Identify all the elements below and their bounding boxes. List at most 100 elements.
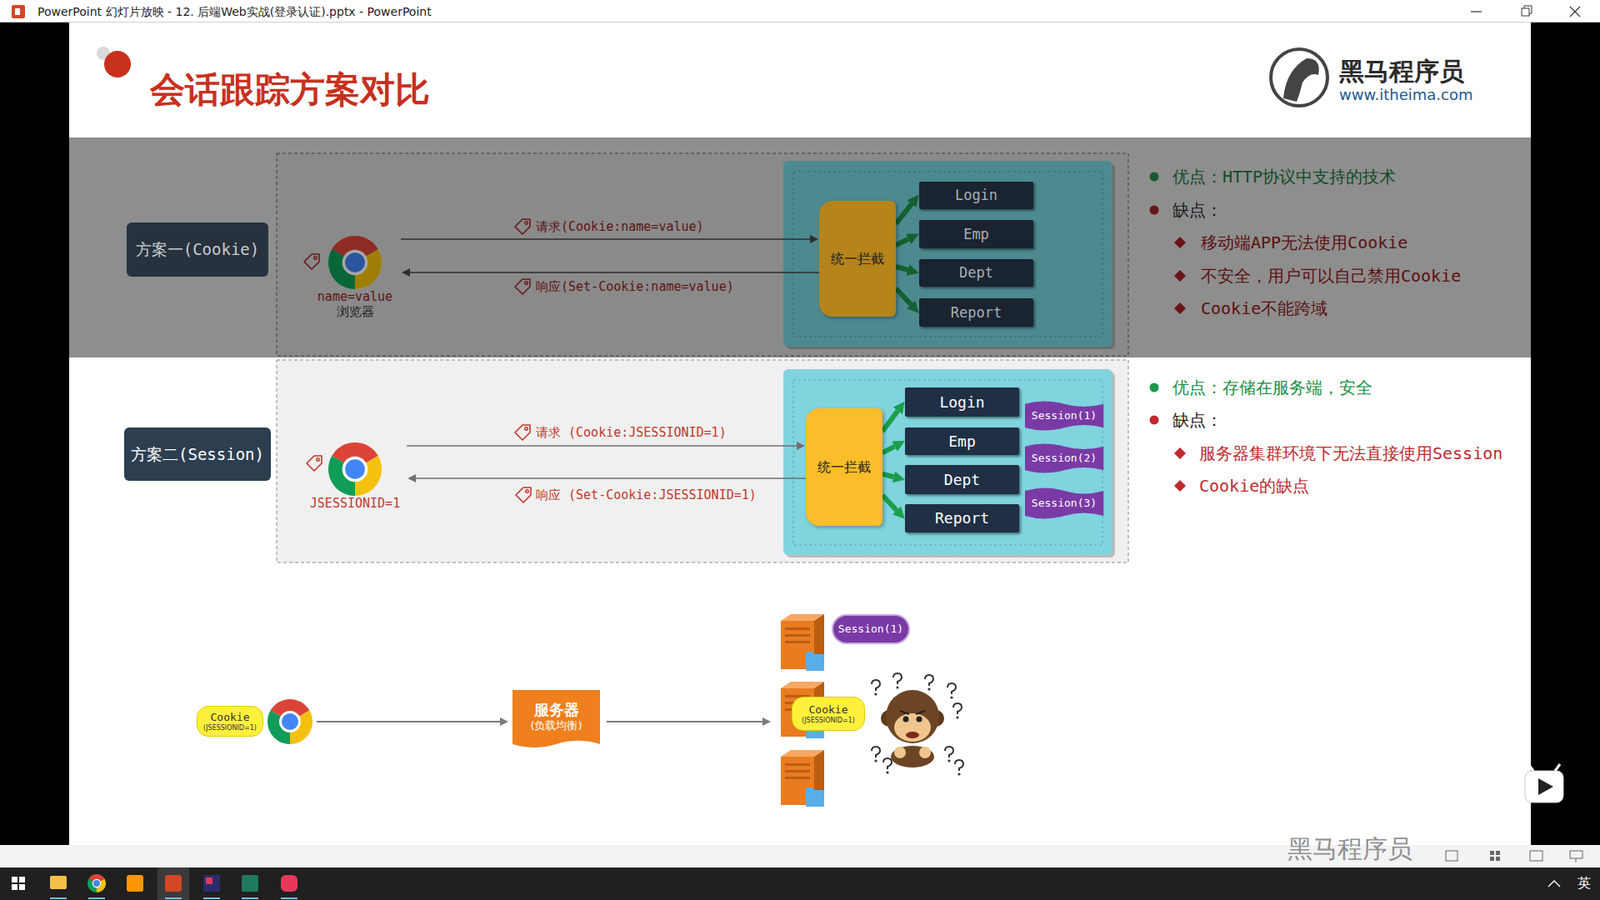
confused-monkey [871, 673, 964, 776]
cookie-row-band [793, 171, 1103, 337]
title-bar [0, 0, 1600, 23]
cluster-illustration [267, 699, 313, 745]
taskbar [203, 897, 220, 900]
dispatch-arrow [882, 474, 894, 477]
status-bar [1575, 858, 1577, 863]
confused-monkey [919, 746, 931, 759]
disadvantage-item: Cookie不能跨域 [1200, 298, 1328, 319]
play-button [1525, 770, 1564, 803]
disadvantage-item: Cookie的缺点 [1199, 475, 1310, 496]
resource-button: Emp [919, 220, 1034, 249]
disadvantage-heading: 缺点： [1172, 200, 1223, 220]
browser-icon [328, 235, 382, 290]
session-flag-shape [1025, 443, 1104, 473]
load-balancer-box: 服务器(负载均衡) [512, 690, 600, 751]
bullet-mark [1150, 415, 1160, 425]
taskbar [87, 874, 106, 893]
confused-monkey [871, 746, 880, 763]
window-title: PowerPoint 幻灯片放映 - 12. 后端Web实战(登录认证).ppt… [37, 5, 432, 20]
resource-button: Report [919, 298, 1034, 327]
taskbar [203, 875, 220, 892]
taskbar [280, 875, 298, 892]
confused-monkey [925, 675, 934, 691]
confused-monkey [883, 758, 892, 775]
resource-button: Report [905, 504, 1020, 533]
play-button [1528, 764, 1560, 771]
node-text: Session(1) [838, 622, 904, 636]
logo-mark [1270, 49, 1328, 106]
session-flag-shape [1025, 400, 1104, 430]
tag-icon [304, 219, 531, 503]
node-text: 浏览器 [336, 304, 375, 320]
taskbar [205, 877, 213, 885]
http-arrow [410, 271, 820, 274]
dispatch-arrow [895, 288, 911, 305]
status-bar [1495, 856, 1500, 861]
cluster-illustration [267, 614, 825, 807]
dispatch-arrow [882, 446, 895, 454]
disadvantage-item: 移动端APP无法使用Cookie [1200, 232, 1408, 253]
browser-icon [328, 442, 382, 496]
bullet-mark [1150, 172, 1187, 493]
node-text: Emp [948, 432, 976, 451]
resource-button: Login [905, 387, 1020, 417]
taskbar [19, 884, 25, 890]
confused-monkey [890, 745, 935, 768]
confused-monkey [916, 716, 923, 723]
confused-monkey [955, 760, 964, 776]
node-text: (JSESSIONID=1) [801, 716, 855, 725]
logo-text: 黑马程序员 [1339, 56, 1465, 87]
node-text: Report [935, 509, 990, 528]
scheme-box: 方案一(Cookie) [126, 222, 269, 277]
slide-canvas [69, 22, 1531, 845]
resource-button: Dept [919, 259, 1034, 287]
cookie-tag: Cookie(JSESSIONID=1) [196, 705, 264, 737]
confused-monkey [945, 746, 954, 763]
confused-monkey [893, 673, 902, 690]
bullet-mark [1174, 480, 1186, 492]
node-text: Cookie [210, 710, 250, 725]
dispatch-arrow [895, 266, 908, 270]
taskbar [0, 867, 1600, 900]
status-bar [1570, 850, 1583, 859]
confused-monkey [905, 731, 920, 739]
confused-monkey [894, 713, 931, 742]
taskbar [0, 867, 1600, 900]
cookie-row-band [69, 137, 1531, 358]
browser-node: name=value浏览器 [309, 235, 401, 320]
bullet-mark [1150, 172, 1160, 182]
edge-label: 请求(Cookie:name=value) [535, 219, 705, 235]
node-text: Emp [963, 225, 990, 243]
edge-label: 响应 (Set-Cookie:JSESSIONID=1) [535, 487, 757, 503]
title-bar [1524, 5, 1532, 14]
title-bar [1521, 8, 1530, 16]
tag-icon [515, 279, 530, 295]
dispatch-arrow [895, 204, 912, 225]
node-text: JSESSIONID=1 [310, 495, 400, 511]
watermark: 黑马程序员 [1287, 834, 1413, 865]
logo-mark [1283, 58, 1320, 102]
node-text: Dept [944, 470, 980, 490]
node-text: Login [955, 186, 998, 204]
tag-icon [515, 425, 530, 440]
node-text: Report [950, 304, 1002, 321]
interceptor-box: 统一拦截 [819, 200, 896, 317]
session-row-panel [276, 360, 1129, 563]
input-method: 英 [1577, 875, 1591, 891]
session-row-panel [276, 360, 1129, 563]
node-text: 统一拦截 [830, 250, 885, 267]
cookie-row-band [276, 153, 1129, 356]
interceptor-box: 统一拦截 [805, 408, 883, 526]
node-text: Cookie [809, 703, 849, 717]
session-pill: Session(1) [831, 614, 910, 645]
taskbar [241, 875, 259, 892]
bullet-mark [1174, 270, 1186, 282]
http-arrow [406, 445, 797, 447]
status-bar [1490, 856, 1495, 861]
taskbar [165, 897, 182, 900]
confused-monkey [894, 746, 906, 759]
cluster-illustration [316, 720, 500, 723]
disadvantage-heading: 缺点： [1172, 410, 1223, 430]
taskbar [19, 876, 25, 883]
